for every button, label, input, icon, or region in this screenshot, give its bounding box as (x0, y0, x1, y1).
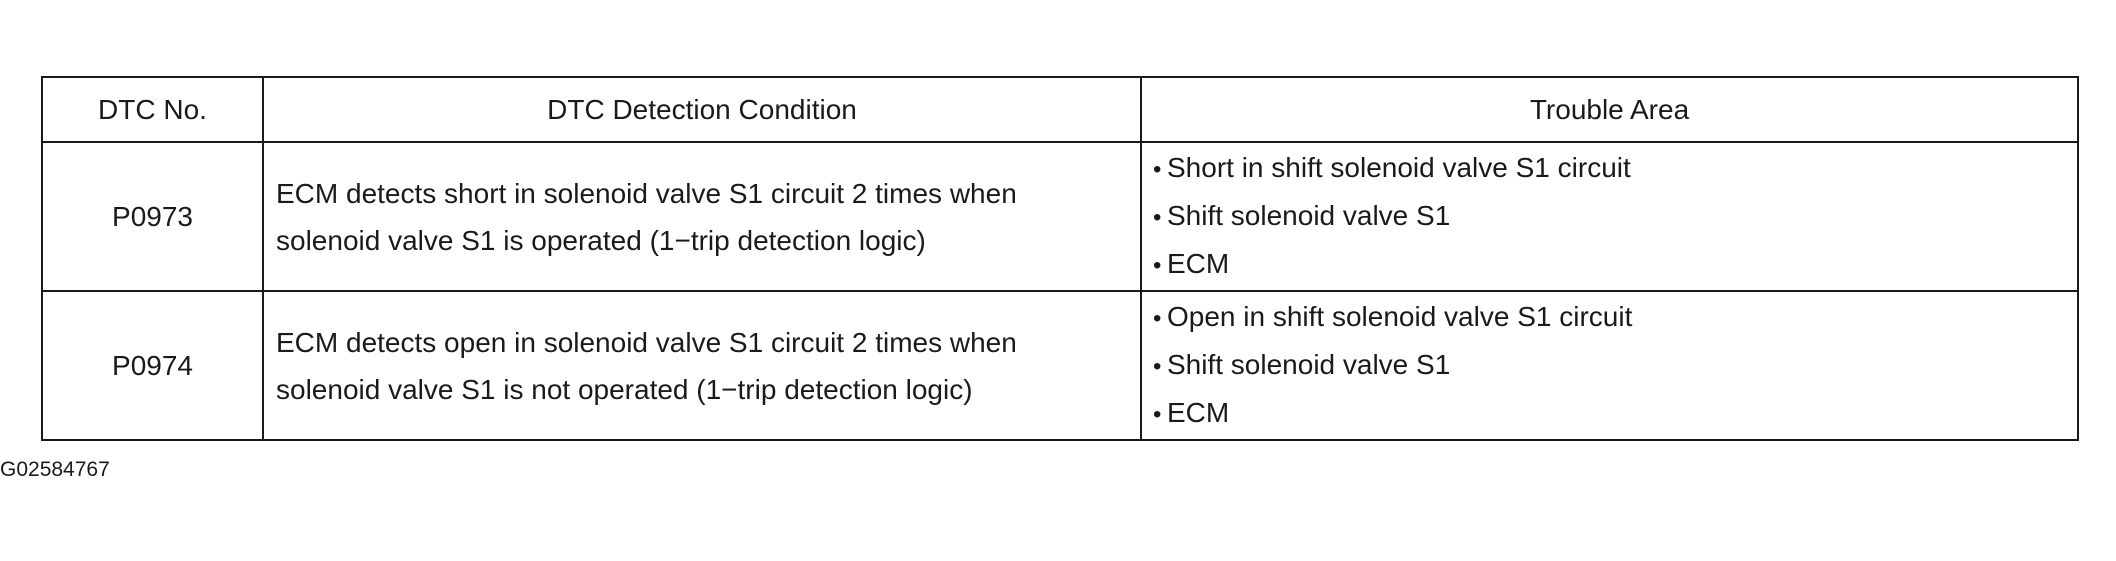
detection-condition: ECM detects open in solenoid valve S1 ci… (262, 290, 1142, 441)
detection-condition: ECM detects short in solenoid valve S1 c… (262, 141, 1142, 292)
trouble-area-item: ECM (1153, 241, 2077, 289)
header-trouble-area: Trouble Area (1140, 76, 2079, 143)
table-header-row: DTC No. DTC Detection Condition Trouble … (41, 76, 2079, 143)
condition-line: ECM detects short in solenoid valve S1 c… (276, 177, 1017, 209)
dtc-code: P0974 (41, 290, 264, 441)
trouble-area-item: Short in shift solenoid valve S1 circuit (1153, 145, 2077, 193)
trouble-area-list: Open in shift solenoid valve S1 circuit … (1153, 294, 2077, 438)
header-dtc-no: DTC No. (41, 76, 264, 143)
trouble-area-list: Short in shift solenoid valve S1 circuit… (1153, 145, 2077, 289)
header-detection-condition: DTC Detection Condition (262, 76, 1142, 143)
condition-line: solenoid valve S1 is operated (1−trip de… (276, 224, 926, 256)
trouble-area-item: Shift solenoid valve S1 (1153, 193, 2077, 241)
trouble-area-item: Open in shift solenoid valve S1 circuit (1153, 294, 2077, 342)
trouble-area-item: Shift solenoid valve S1 (1153, 342, 2077, 390)
condition-line: ECM detects open in solenoid valve S1 ci… (276, 326, 1017, 358)
trouble-area: Short in shift solenoid valve S1 circuit… (1140, 141, 2079, 292)
trouble-area-item: ECM (1153, 390, 2077, 438)
dtc-code: P0973 (41, 141, 264, 292)
condition-line: solenoid valve S1 is not operated (1−tri… (276, 373, 973, 405)
table-row: P0973 ECM detects short in solenoid valv… (41, 141, 2079, 292)
table-row: P0974 ECM detects open in solenoid valve… (41, 290, 2079, 441)
dtc-table: DTC No. DTC Detection Condition Trouble … (41, 76, 2079, 441)
trouble-area: Open in shift solenoid valve S1 circuit … (1140, 290, 2079, 441)
figure-id: G02584767 (0, 458, 110, 481)
